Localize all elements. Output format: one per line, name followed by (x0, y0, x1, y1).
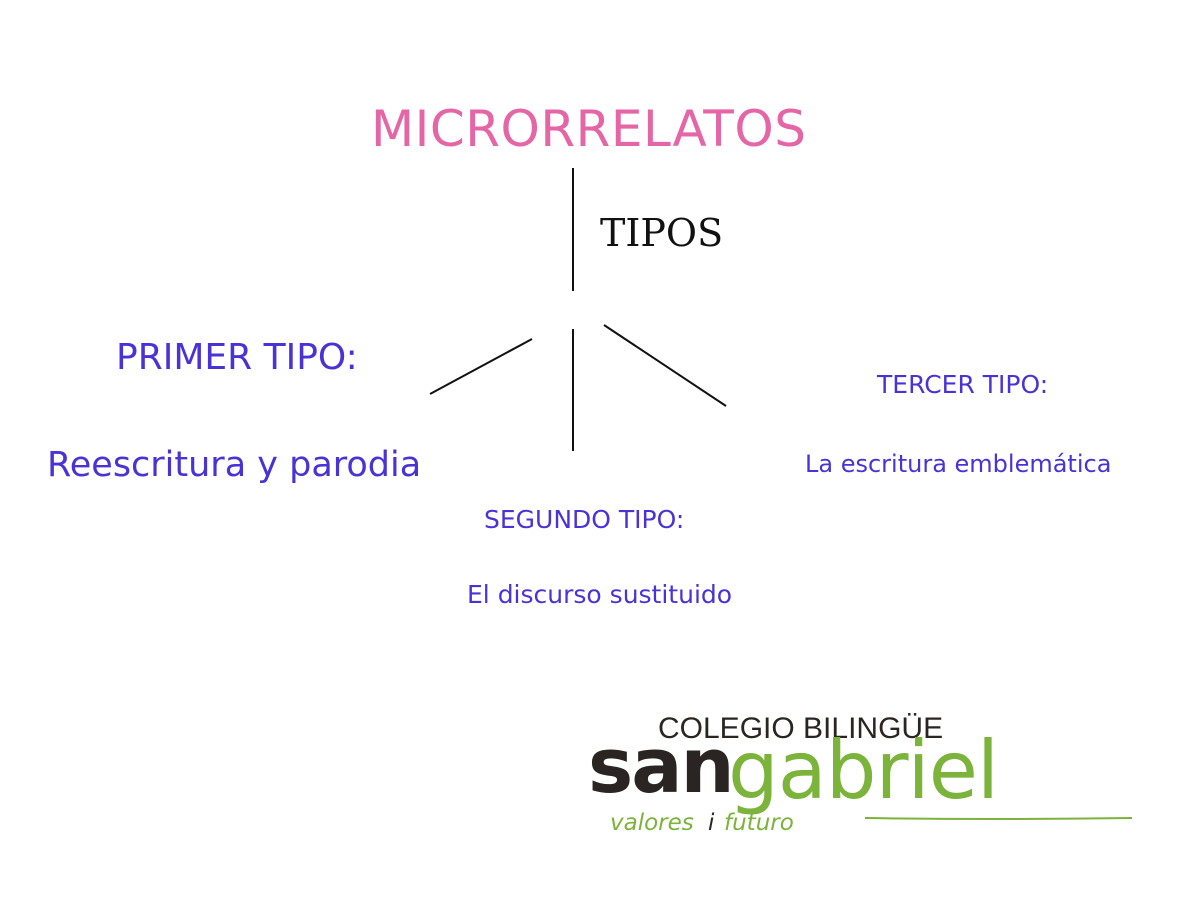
type-description-primer: Reescritura y parodia (47, 445, 422, 485)
logo-name-gabriel: gabriel (728, 724, 998, 817)
type-heading-tercer: TERCER TIPO: (877, 370, 1049, 399)
type-description-tercer: La escritura emblemática (805, 450, 1112, 478)
logo-tagline-futuro: futuro (724, 810, 794, 836)
diagram-subtitle: TIPOS (600, 211, 724, 255)
connector-tercer (603, 324, 727, 407)
logo-underline-swash (864, 817, 1133, 820)
logo-tagline-valores: valores (610, 810, 694, 836)
logo-name-san: san (588, 721, 733, 810)
school-logo: COLEGIO BILINGÜE san gabriel valores i f… (588, 712, 1133, 836)
type-heading-segundo: SEGUNDO TIPO: (484, 505, 685, 534)
logo-tagline-connector: i (708, 810, 715, 836)
logo-school-text: COLEGIO BILINGÜE (658, 712, 943, 745)
type-description-segundo: El discurso sustituido (467, 580, 733, 609)
diagram-title: MICRORRELATOS (371, 100, 807, 158)
type-heading-primer: PRIMER TIPO: (116, 337, 358, 378)
connector-primer (429, 338, 533, 395)
